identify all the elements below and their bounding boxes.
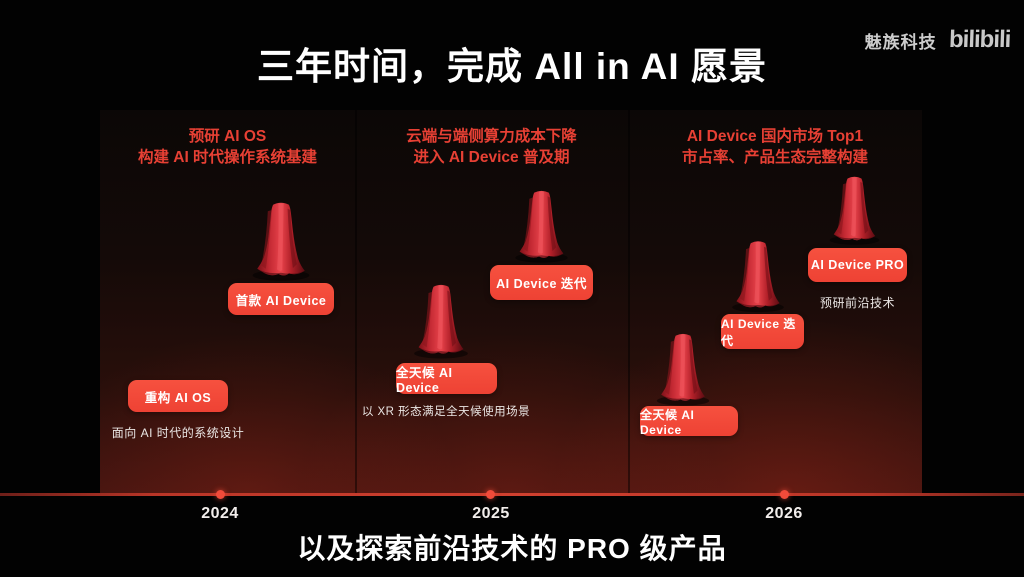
column-2024-heading: 预研 AI OS 构建 AI 时代操作系统基建 [100,126,355,168]
heading-line: 构建 AI 时代操作系统基建 [137,149,318,166]
column-2024-caption: 面向 AI 时代的系统设计 [111,426,245,440]
draped-device-icon [728,238,788,316]
draped-device-icon [248,200,314,284]
timeline-year-2024: 2024 [201,505,239,522]
heading-line: 云端与端侧算力成本下降 [406,128,577,145]
column-2026-heading: AI Device 国内市场 Top1 市占率、产品生态完整构建 [628,126,922,168]
heading-line: 预研 AI OS [188,128,267,145]
timeline-axis [0,493,1024,496]
column-divider [628,110,630,494]
timeline-dot-2024 [216,490,225,499]
column-divider [355,110,357,494]
label-first-ai-device: 首款 AI Device [228,283,334,315]
draped-device-icon [652,332,714,408]
video-subtitle: 以及探索前沿技术的 PRO 级产品 [297,533,727,564]
column-2025-caption: 以 XR 形态满足全天候使用场景 [361,406,531,418]
heading-line: 进入 AI Device 普及期 [413,149,570,166]
label-all-weather-ai-device: 全天候 AI Device [396,363,497,395]
label-ai-device-pro: AI Device PRO [808,248,907,282]
timeline-year-2025: 2025 [472,505,510,522]
bilibili-logo: bilibili [948,26,1011,53]
brand-watermarks: 魅族科技 bilibili [864,26,1011,54]
draped-device-icon [825,175,884,247]
timeline-year-2026: 2026 [765,505,803,522]
label-rebuild-ai-os: 重构 AI OS [128,380,228,412]
column-2026-caption: 预研前沿技术 [819,296,895,310]
heading-line: 市占率、产品生态完整构建 [681,149,868,166]
draped-device-icon [408,283,474,361]
timeline-dot-2025 [486,490,495,499]
label-ai-device-iteration: AI Device 迭代 [490,265,593,300]
meizu-logo: 魅族科技 [864,32,937,52]
column-2025-heading: 云端与端侧算力成本下降 进入 AI Device 普及期 [355,126,628,168]
heading-line: AI Device 国内市场 Top1 [686,128,864,145]
timeline-dot-2026 [780,490,789,499]
page-title: 三年时间，完成 All in AI 愿景 [257,46,767,87]
draped-device-icon [511,189,572,265]
label-all-weather-ai-device: 全天候 AI Device [640,406,738,437]
label-ai-device-iteration: AI Device 迭代 [721,314,804,349]
